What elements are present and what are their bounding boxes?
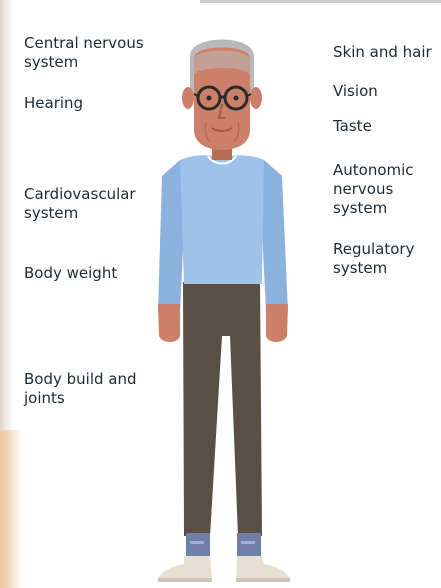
- label-vision[interactable]: Vision: [333, 82, 378, 101]
- label-central-nervous-system[interactable]: Central nervous system: [24, 34, 144, 72]
- background-top-edge: [200, 0, 441, 3]
- head: [182, 40, 262, 151]
- background-edge-warm: [0, 430, 22, 588]
- label-body-build-and-joints[interactable]: Body build and joints: [24, 370, 137, 408]
- label-autonomic-nervous-system[interactable]: Autonomic nervous system: [333, 161, 441, 218]
- elderly-man-figure: [150, 26, 295, 586]
- trousers: [183, 282, 262, 536]
- shoes: [158, 556, 290, 582]
- label-hearing[interactable]: Hearing: [24, 94, 83, 113]
- label-taste[interactable]: Taste: [333, 117, 372, 136]
- label-skin-and-hair[interactable]: Skin and hair: [333, 43, 432, 62]
- socks: [186, 533, 261, 559]
- shirt: [180, 155, 264, 284]
- label-body-weight[interactable]: Body weight: [24, 264, 117, 283]
- label-cardiovascular-system[interactable]: Cardiovascular system: [24, 185, 136, 223]
- label-regulatory-system[interactable]: Regulatory system: [333, 240, 414, 278]
